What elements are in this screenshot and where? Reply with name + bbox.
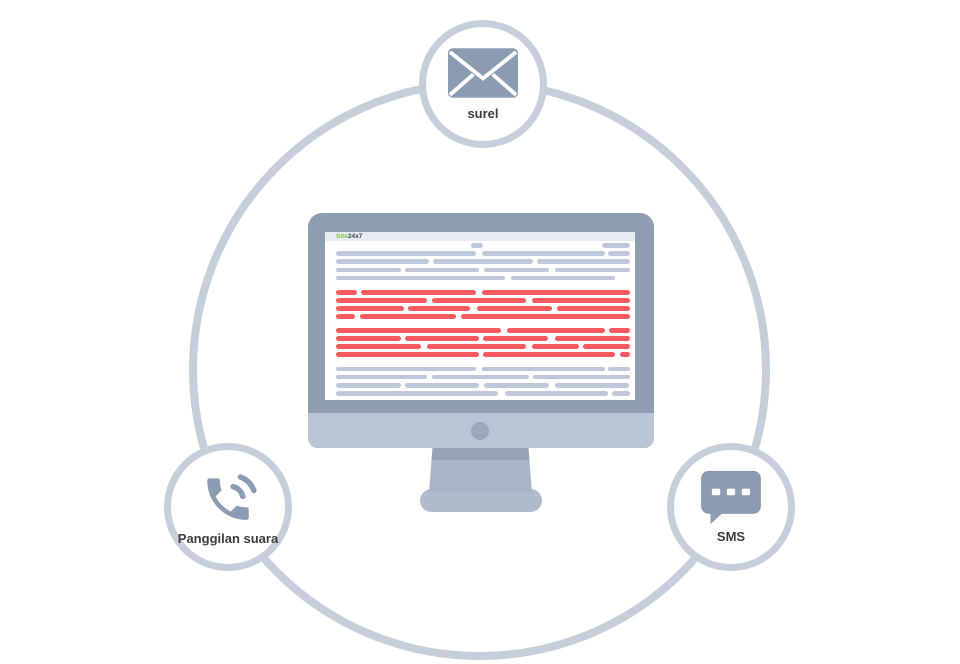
text-segment xyxy=(405,267,479,273)
text-segment xyxy=(555,267,630,273)
text-segment xyxy=(336,251,476,256)
monitor-stand-base xyxy=(420,489,542,512)
text-segment xyxy=(336,305,404,311)
text-segment xyxy=(336,267,401,273)
text-segment xyxy=(619,352,630,358)
text-line xyxy=(336,366,630,372)
logo-suffix: 24x7 xyxy=(347,233,363,240)
text-segment xyxy=(336,352,479,358)
alert-text-line xyxy=(336,297,630,303)
text-segment xyxy=(481,366,605,372)
node-voice-call: Panggilan suara xyxy=(164,443,292,571)
chat-bubble-icon xyxy=(701,470,761,525)
text-segment xyxy=(336,336,401,342)
text-segment xyxy=(360,289,476,295)
text-segment xyxy=(510,275,616,281)
text-segment xyxy=(427,344,526,350)
text-segment xyxy=(483,352,616,358)
text-segment xyxy=(531,297,630,303)
site24x7-logo: Site24x7 xyxy=(336,232,362,241)
text-segment xyxy=(433,259,533,264)
text-line xyxy=(336,267,630,273)
text-segment xyxy=(532,374,630,380)
alert-text-line xyxy=(336,352,630,358)
monitor: Site24x7 xyxy=(308,213,654,448)
text-segment xyxy=(471,243,483,248)
logo-prefix: Site xyxy=(336,233,348,240)
text-segment xyxy=(431,297,526,303)
text-segment xyxy=(506,328,605,334)
alert-text-line xyxy=(336,305,630,311)
text-segment xyxy=(555,336,630,342)
text-segment xyxy=(484,267,550,273)
text-segment xyxy=(336,344,422,350)
text-segment xyxy=(582,344,630,350)
text-segment xyxy=(336,328,501,334)
node-voice-call-label: Panggilan suara xyxy=(177,530,279,546)
text-line xyxy=(336,251,630,256)
text-segment xyxy=(602,243,630,248)
text-segment xyxy=(336,275,506,281)
text-segment xyxy=(484,383,550,388)
phone-icon xyxy=(207,473,257,520)
text-line xyxy=(336,259,630,264)
camera-dot xyxy=(471,422,489,440)
text-segment xyxy=(531,344,579,350)
text-segment xyxy=(336,259,429,264)
text-segment xyxy=(612,391,630,396)
alert-text-line xyxy=(336,328,630,334)
text-segment xyxy=(408,305,470,311)
alert-text-line xyxy=(336,344,630,350)
alert-text-line xyxy=(336,313,630,319)
text-segment xyxy=(537,259,630,264)
text-segment xyxy=(405,383,479,388)
text-segment xyxy=(607,251,630,256)
node-email-label: surel xyxy=(467,106,499,121)
text-segment xyxy=(460,313,630,319)
text-segment xyxy=(505,391,608,396)
text-line xyxy=(336,383,630,388)
envelope-icon xyxy=(447,48,519,98)
text-segment xyxy=(360,313,456,319)
text-segment xyxy=(336,374,428,380)
text-segment xyxy=(609,328,630,334)
text-segment xyxy=(481,251,605,256)
text-segment xyxy=(477,305,553,311)
webpage-text-lines xyxy=(325,243,635,396)
text-segment xyxy=(336,313,356,319)
node-email: surel xyxy=(419,20,547,148)
text-line xyxy=(336,374,630,380)
text-line xyxy=(336,391,630,396)
alert-text-line xyxy=(336,289,630,295)
text-segment xyxy=(336,383,401,388)
text-segment xyxy=(607,366,630,372)
node-sms-label: SMS xyxy=(716,529,746,544)
text-segment xyxy=(555,383,629,388)
monitor-screen: Site24x7 xyxy=(325,232,635,400)
text-segment xyxy=(336,297,428,303)
text-segment xyxy=(556,305,630,311)
text-line xyxy=(336,243,630,248)
text-line xyxy=(336,275,630,281)
text-segment xyxy=(431,374,529,380)
text-segment xyxy=(336,289,357,295)
text-segment xyxy=(336,391,498,396)
text-segment xyxy=(481,289,630,295)
monitor-stand-neck xyxy=(429,447,532,492)
stand-neck-shadow xyxy=(429,447,532,460)
webpage-header-bar: Site24x7 xyxy=(325,232,635,241)
alert-text-line xyxy=(336,336,630,342)
text-segment xyxy=(483,336,548,342)
text-segment xyxy=(405,336,479,342)
node-sms: SMS xyxy=(667,443,795,571)
text-segment xyxy=(336,366,476,372)
